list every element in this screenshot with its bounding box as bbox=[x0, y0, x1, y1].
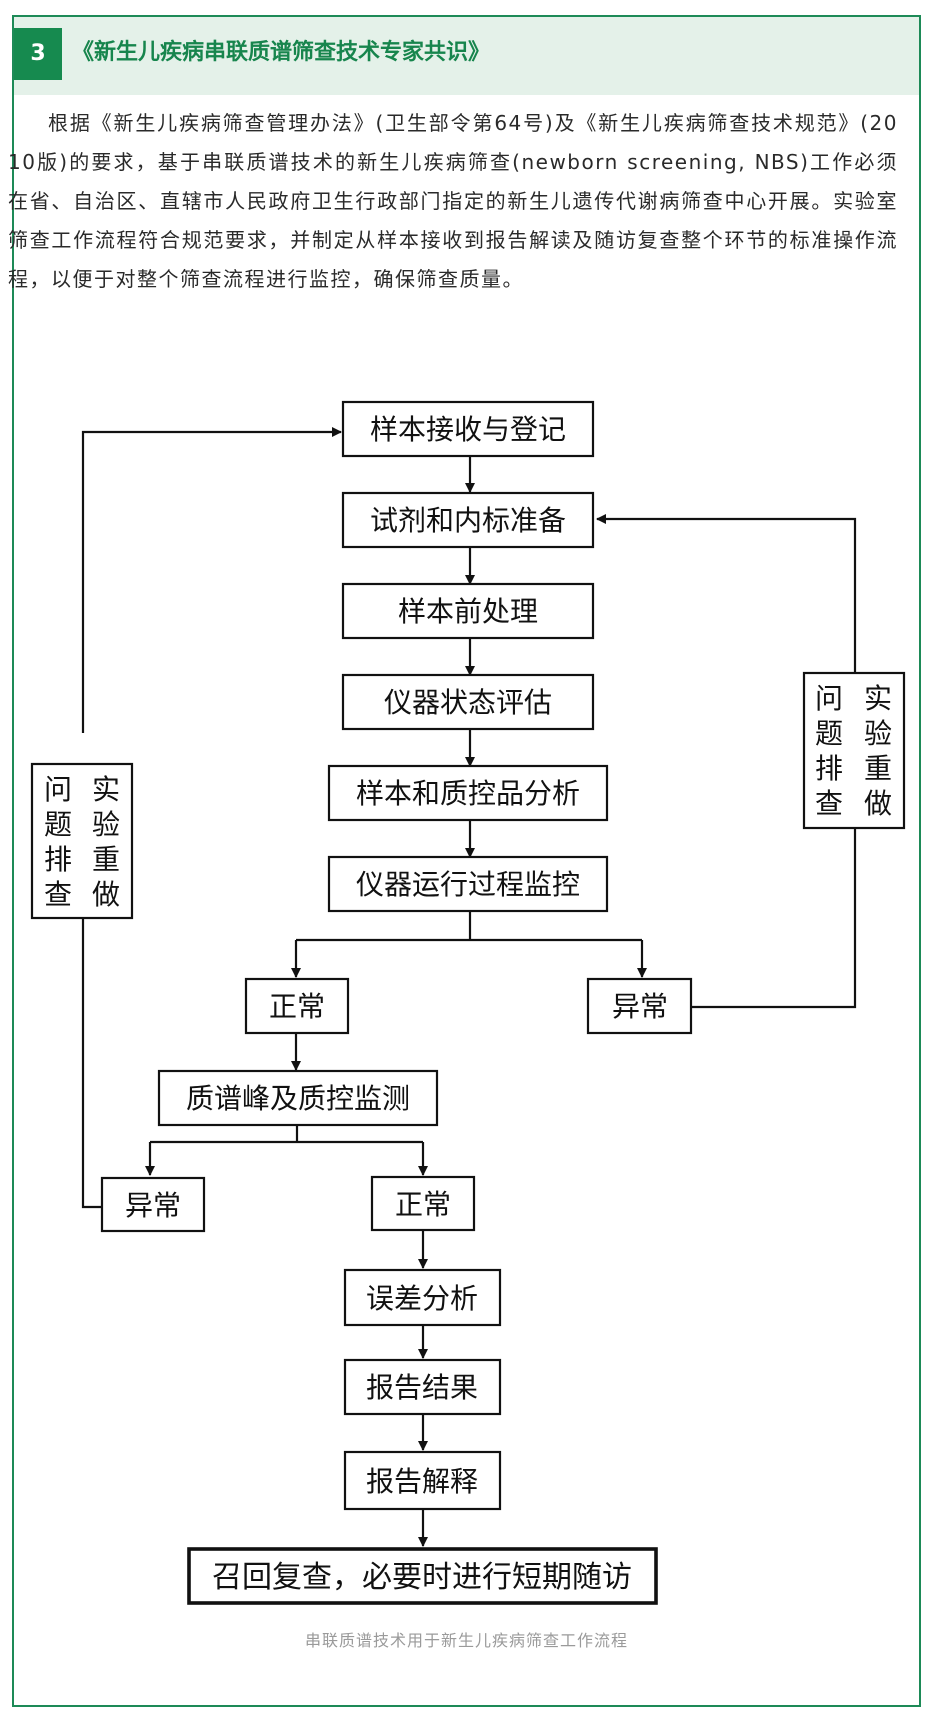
step-normal-2: 正常 bbox=[395, 1188, 451, 1221]
right-note-char: 题 bbox=[815, 717, 843, 750]
intro-paragraph: 根据《新生儿疾病筛查管理办法》(卫生部令第64号)及《新生儿疾病筛查技术规范》(… bbox=[8, 111, 898, 291]
step-abnormal-2: 异常 bbox=[125, 1189, 181, 1222]
left-note-char: 验 bbox=[92, 808, 120, 841]
step-normal-1: 正常 bbox=[269, 990, 325, 1023]
section-number: 3 bbox=[14, 28, 62, 80]
step-analysis: 样本和质控品分析 bbox=[356, 777, 580, 810]
step-peak-qc: 质谱峰及质控监测 bbox=[186, 1082, 410, 1115]
step-abnormal-1: 异常 bbox=[612, 990, 668, 1023]
figure-caption: 串联质谱技术用于新生儿疾病筛查工作流程 bbox=[304, 1631, 628, 1650]
left-note-char: 问 bbox=[44, 773, 72, 806]
left-note-char: 查 bbox=[44, 878, 72, 911]
right-note-char: 验 bbox=[864, 717, 892, 750]
step-error-analysis: 误差分析 bbox=[366, 1282, 478, 1315]
right-note-char: 实 bbox=[864, 682, 892, 715]
step-pretreat: 样本前处理 bbox=[398, 595, 538, 628]
right-note-char: 排 bbox=[815, 752, 843, 785]
left-note-char: 实 bbox=[92, 773, 120, 806]
step-report-result: 报告结果 bbox=[366, 1371, 478, 1404]
step-recall: 召回复查，必要时进行短期随访 bbox=[212, 1560, 632, 1595]
left-note-char: 题 bbox=[44, 808, 72, 841]
right-note-char: 问 bbox=[815, 682, 843, 715]
step-reagent: 试剂和内标准备 bbox=[370, 504, 566, 537]
left-note-char: 重 bbox=[92, 843, 120, 876]
left-note-char: 做 bbox=[92, 878, 120, 911]
section-title: 《新生儿疾病串联质谱筛查技术专家共识》 bbox=[72, 40, 491, 65]
right-note-char: 查 bbox=[815, 787, 843, 820]
step-instrument-eval: 仪器状态评估 bbox=[384, 686, 552, 719]
section-header: 3 《新生儿疾病串联质谱筛查技术专家共识》 bbox=[14, 17, 919, 95]
step-monitor: 仪器运行过程监控 bbox=[356, 868, 580, 901]
left-note-char: 排 bbox=[44, 843, 72, 876]
section-card: 3 《新生儿疾病串联质谱筛查技术专家共识》 bbox=[12, 15, 921, 1707]
right-note-char: 重 bbox=[864, 752, 892, 785]
step-receive: 样本接收与登记 bbox=[370, 413, 566, 446]
right-note-char: 做 bbox=[864, 787, 892, 820]
step-report-explain: 报告解释 bbox=[366, 1465, 478, 1498]
